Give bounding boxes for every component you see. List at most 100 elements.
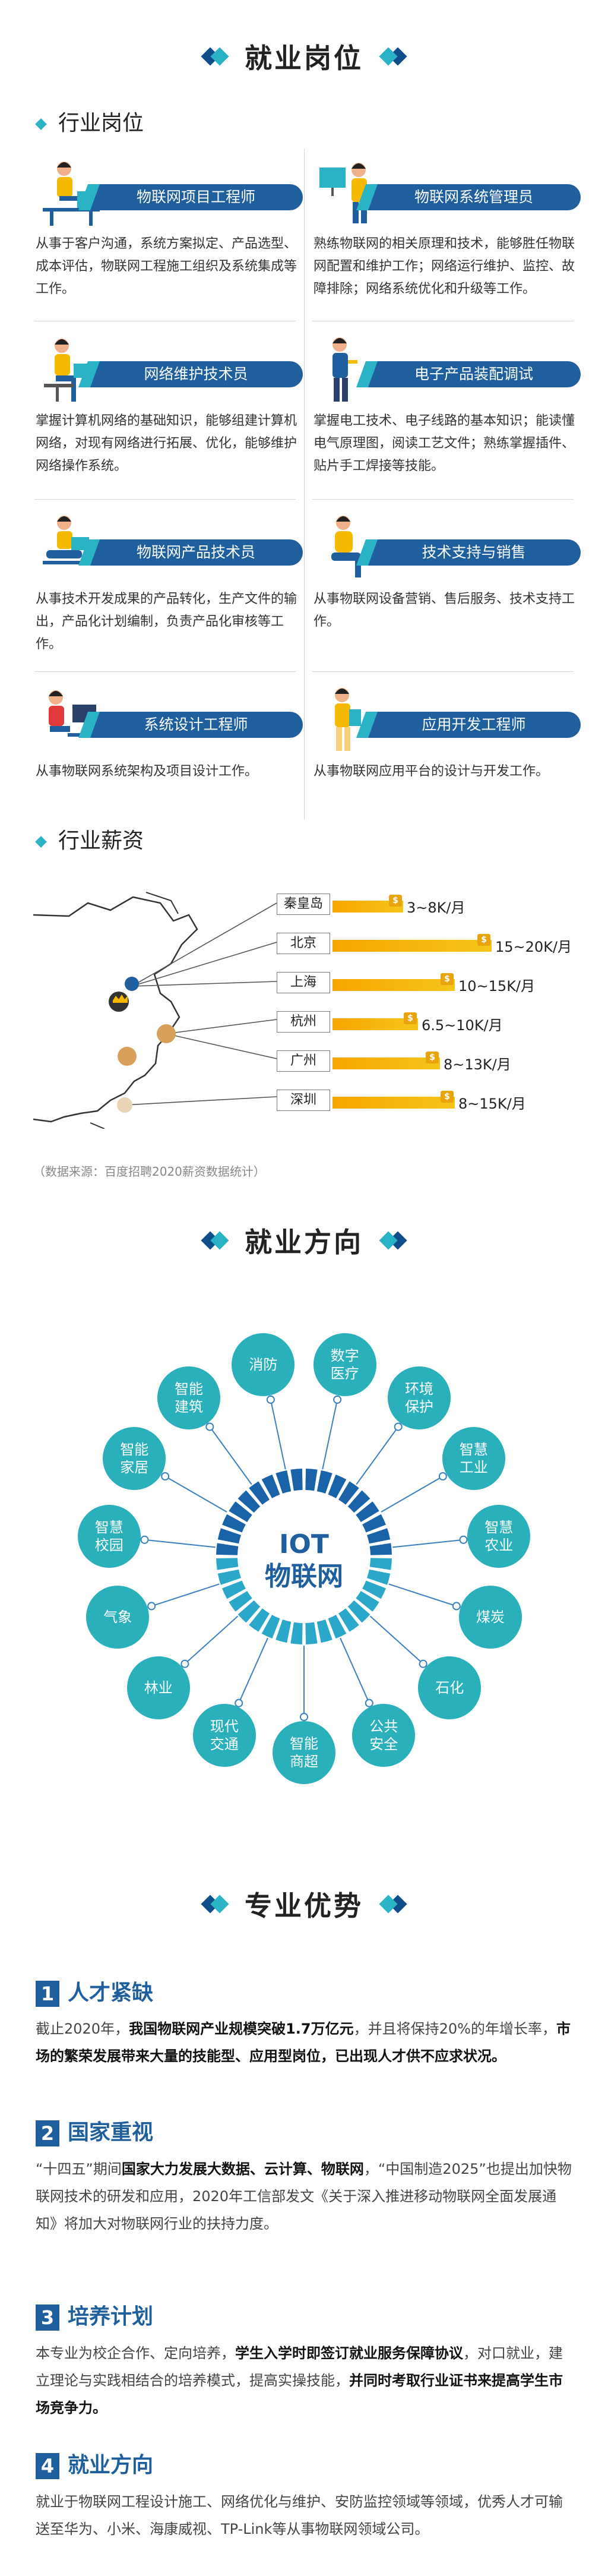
- salary-bar: [332, 1018, 418, 1030]
- advantage-emphasis: 国家大力发展大数据、云计算、物联网: [121, 2161, 364, 2177]
- direction-connector: [151, 1583, 220, 1607]
- advantage-section-title: 专业优势: [245, 1890, 363, 1922]
- job-description: 熟练物联网的相关原理和技术，能够胜任物联网配置和维护工作；网络运行维护、监控、故…: [314, 236, 575, 296]
- job-description: 掌握计算机网络的基础知识，能够组建计算机网络，对现有网络进行拓展、优化，能够维护…: [36, 413, 297, 473]
- connector-node: [438, 1472, 447, 1480]
- salary-range-label: 15~20K/月: [495, 939, 572, 955]
- iot-center: [242, 1495, 366, 1618]
- advantage-paragraph: 截止2020年，我国物联网产业规模突破1.7万亿元，并且将保持20%的年增长率，…: [36, 2015, 576, 2070]
- person-standing-icon: [332, 337, 357, 402]
- direction-bubble: 智能家居: [103, 1427, 166, 1490]
- job-grid-divider: [34, 499, 296, 500]
- money-bag-icon: $: [441, 1091, 454, 1103]
- direction-banner: 就业方向: [0, 1221, 608, 1260]
- job-description: 从事技术开发成果的产品转化，生产文件的输出，产品化计划编制，负责产品化审核等工作…: [36, 592, 297, 652]
- direction-label: 智能: [120, 1441, 149, 1458]
- advantage-number-badge: 1: [36, 1981, 59, 2007]
- direction-connector: [270, 1399, 286, 1470]
- job-title-label: 系统设计工程师: [89, 712, 303, 738]
- direction-bubble: 石化: [418, 1656, 482, 1719]
- subhead-text: 行业岗位: [58, 111, 144, 135]
- ring-segment: [367, 1528, 391, 1544]
- job-grid-divider: [312, 499, 574, 500]
- subhead-marker-icon: [35, 118, 47, 130]
- direction-connector: [322, 1399, 338, 1470]
- salary-city-label: 秦皇岛: [277, 894, 330, 915]
- ring-segment: [328, 1615, 347, 1639]
- city-marker: [157, 1024, 176, 1043]
- advantage-title: 就业方向: [68, 2453, 154, 2477]
- ring-segment: [367, 1569, 391, 1585]
- salary-connector-lines: [109, 902, 277, 1113]
- connector-node: [459, 1535, 468, 1544]
- direction-connector: [388, 1583, 457, 1607]
- connector-node: [266, 1395, 275, 1404]
- direction-connector: [340, 1637, 370, 1704]
- ring-segment: [305, 1469, 318, 1491]
- ring-segment: [222, 1580, 246, 1599]
- direction-bubble: 智能建筑: [157, 1366, 221, 1430]
- direction-bubble: 林业: [126, 1656, 190, 1719]
- ring-segment: [347, 1490, 370, 1513]
- ring-segment: [356, 1501, 379, 1522]
- direction-connector: [144, 1539, 216, 1548]
- money-bag-icon: $: [426, 1052, 439, 1063]
- direction-bubble: 智慧校园: [77, 1504, 141, 1568]
- direction-bubble: 智能商超: [273, 1721, 335, 1784]
- direction-bubble: 智慧农业: [467, 1504, 531, 1568]
- advantage-paragraph: “十四五”期间国家大力发展大数据、云计算、物联网，“中国制造2025”也提出加快…: [36, 2155, 576, 2237]
- direction-section-title: 就业方向: [245, 1226, 363, 1258]
- iot-label-line2: 物联网: [265, 1561, 343, 1592]
- job-grid-divider: [312, 671, 574, 672]
- person-sitting-icon: [331, 516, 361, 577]
- china-coast-map: [33, 892, 198, 1129]
- connector-node: [300, 1713, 308, 1721]
- salary-range-label: 6.5~10K/月: [422, 1017, 503, 1034]
- direction-label: 农业: [484, 1536, 514, 1554]
- direction-connector: [392, 1539, 464, 1548]
- direction-label: 现代: [210, 1718, 239, 1735]
- ring-segment: [290, 1622, 303, 1644]
- connector-node: [394, 1422, 403, 1431]
- connector-node: [419, 1659, 428, 1668]
- direction-label: 校园: [94, 1536, 124, 1554]
- direction-connector: [209, 1426, 252, 1485]
- ring-segment: [362, 1514, 386, 1533]
- job-title-label: 技术支持与销售: [367, 539, 581, 566]
- job-title-label: 物联网项目工程师: [89, 184, 303, 210]
- diamond-left-icon: [201, 1891, 229, 1917]
- iot-center-label: IOT 物联网: [245, 1529, 363, 1593]
- direction-label: 智慧: [484, 1519, 514, 1536]
- advantage-text: ，并且将保持20%的年增长率，: [353, 2021, 556, 2037]
- industry-jobs-subhead: 行业岗位: [35, 106, 144, 137]
- city-marker: [117, 1097, 132, 1113]
- advantage-text: ，“中国制造2025”也提出加快物联网技术的研发和应用，2020年工信部发文《关…: [36, 2161, 572, 2232]
- salary-range-label: 3~8K/月: [407, 899, 466, 916]
- money-bag-icon: $: [404, 1012, 417, 1024]
- city-marker: [118, 1047, 137, 1066]
- salary-bar: [332, 1097, 455, 1109]
- direction-label: 家居: [120, 1459, 149, 1476]
- direction-bubble: 公共安全: [352, 1704, 416, 1767]
- diamond-right-icon: [379, 1227, 407, 1254]
- advantage-text: 就业于物联网工程设计施工、网络优化与维护、安防监控领域等领域，优秀人才可输送至华…: [36, 2493, 563, 2537]
- connector-node: [205, 1422, 214, 1431]
- direction-bubble: 环境保护: [387, 1366, 451, 1430]
- direction-connector: [238, 1637, 268, 1704]
- money-bag-icon: $: [389, 895, 402, 907]
- advantage-text: ，对口就业，建立理论与实践相结合的培养模式，提高实操技能，: [36, 2345, 563, 2389]
- job-description: 从事于客户沟通，系统方案拟定、产品选型、成本评估，物联网工程施工组织及系统集成等…: [36, 236, 297, 296]
- direction-bubble: 数字医疗: [313, 1333, 376, 1397]
- ring-segment: [316, 1470, 332, 1494]
- direction-bubble: 消防: [232, 1333, 295, 1397]
- ring-segment: [356, 1591, 379, 1612]
- direction-label: 公共: [369, 1718, 398, 1735]
- advantage-emphasis: 市场的繁荣发展带来大量的技能型、应用型岗位，已出现人才供不应求状况。: [36, 2021, 571, 2064]
- direction-label: 保护: [404, 1399, 433, 1416]
- advantage-text: 截止2020年，: [36, 2021, 129, 2037]
- ring-segment: [222, 1514, 246, 1533]
- direction-bubble: 煤炭: [458, 1585, 522, 1649]
- advantage-number-badge: 4: [36, 2453, 59, 2479]
